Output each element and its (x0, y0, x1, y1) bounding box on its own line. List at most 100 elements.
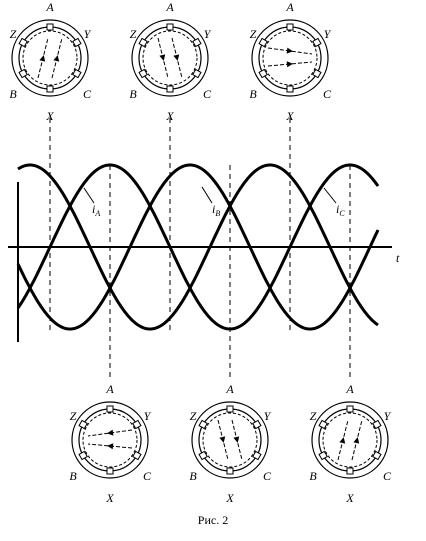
flux-arrowhead (107, 443, 114, 450)
stator-inner-ring (138, 26, 202, 90)
phase-label-x: X (345, 491, 354, 505)
phase-label-x: X (45, 109, 54, 123)
curve-label-a-sub: A (94, 209, 100, 218)
flux-line (267, 61, 313, 67)
projection-lines (49, 118, 351, 380)
flux-arrowhead (286, 47, 293, 54)
stator-slot (138, 37, 148, 48)
stator-slot (166, 23, 174, 31)
phase-label-x: X (105, 491, 114, 505)
phase-label-y: Y (264, 409, 272, 423)
current-curve-c (17, 163, 379, 331)
stator-outer-ring (71, 401, 149, 479)
stator-slot (286, 85, 294, 93)
axes: t (8, 182, 400, 342)
flux-arrowhead (159, 54, 166, 61)
flux-arrowhead (53, 55, 60, 62)
stator-outer-ring (311, 401, 389, 479)
current-curves (16, 163, 380, 331)
stator-outer-ring (11, 19, 89, 97)
flux-arrowhead (339, 437, 346, 444)
time-axis-label: t (396, 251, 400, 265)
phase-label-z: Z (190, 409, 197, 423)
phase-label-c: C (323, 87, 332, 101)
flux-arrowhead (353, 437, 360, 444)
phase-label-b: B (309, 469, 317, 483)
stator-slot (312, 68, 322, 79)
phase-label-x: X (225, 491, 234, 505)
curve-label-c-sub: C (339, 209, 345, 218)
stator-slot (372, 450, 382, 461)
phase-label-b: B (249, 87, 257, 101)
stator-slot (46, 23, 54, 31)
phase-label-y: Y (384, 409, 392, 423)
flux-arrowhead (107, 429, 114, 436)
stator-slot (46, 85, 54, 93)
flux-arrowhead (173, 54, 180, 61)
stator-slot (78, 419, 88, 430)
phase-label-b: B (189, 469, 197, 483)
stator-slot (312, 37, 322, 48)
stator-slot (132, 450, 142, 461)
phase-label-a: A (225, 382, 234, 396)
stator-slot (258, 37, 268, 48)
leader-line-c (323, 187, 337, 204)
curve-label-b: iB (212, 202, 220, 218)
stator-inner-ring (18, 26, 82, 90)
phase-label-c: C (143, 469, 152, 483)
stator-slot (318, 450, 328, 461)
stator-slot (166, 85, 174, 93)
stator-outer-ring (191, 401, 269, 479)
stator-outer-ring (131, 19, 209, 97)
phase-label-z: Z (130, 27, 137, 41)
stator-slot (106, 405, 114, 413)
stator-slot (18, 68, 28, 79)
phase-label-a: A (45, 0, 54, 14)
flux-arrowhead (286, 61, 293, 68)
stator-slot (106, 467, 114, 475)
current-curve-b (16, 163, 380, 331)
phase-label-a: A (285, 0, 294, 14)
stator-slot (72, 68, 82, 79)
stator-slot (192, 68, 202, 79)
phase-label-z: Z (70, 409, 77, 423)
stator-inner-ring (258, 26, 322, 90)
stator-inner-ring (198, 408, 262, 472)
phase-label-x: X (165, 109, 174, 123)
stator-slot (18, 37, 28, 48)
flux-line (267, 47, 313, 55)
phase-label-b: B (69, 469, 77, 483)
phase-label-c: C (263, 469, 272, 483)
phase-label-c: C (383, 469, 392, 483)
stator-slot (252, 450, 262, 461)
flux-arrowhead (219, 436, 226, 443)
rotor-gap-ring (142, 30, 198, 86)
rotor-gap-ring (202, 412, 258, 468)
stator-inner-ring (318, 408, 382, 472)
stator-slot (198, 419, 208, 430)
curve-label-a: iA (92, 202, 100, 218)
stator-slot (72, 37, 82, 48)
phase-label-c: C (83, 87, 92, 101)
phase-label-a: A (165, 0, 174, 14)
stator-slot (226, 405, 234, 413)
curve-label-b-sub: B (215, 209, 220, 218)
phase-label-y: Y (84, 27, 92, 41)
stator-slot (346, 405, 354, 413)
flux-line (87, 429, 133, 437)
stator-slot (226, 467, 234, 475)
flux-arrowhead (233, 436, 240, 443)
phase-label-b: B (129, 87, 137, 101)
stator-outer-ring (251, 19, 329, 97)
phase-label-z: Z (250, 27, 257, 41)
stator-slot (372, 419, 382, 430)
figure-caption: Рис. 2 (198, 513, 228, 527)
stator-slot (78, 450, 88, 461)
